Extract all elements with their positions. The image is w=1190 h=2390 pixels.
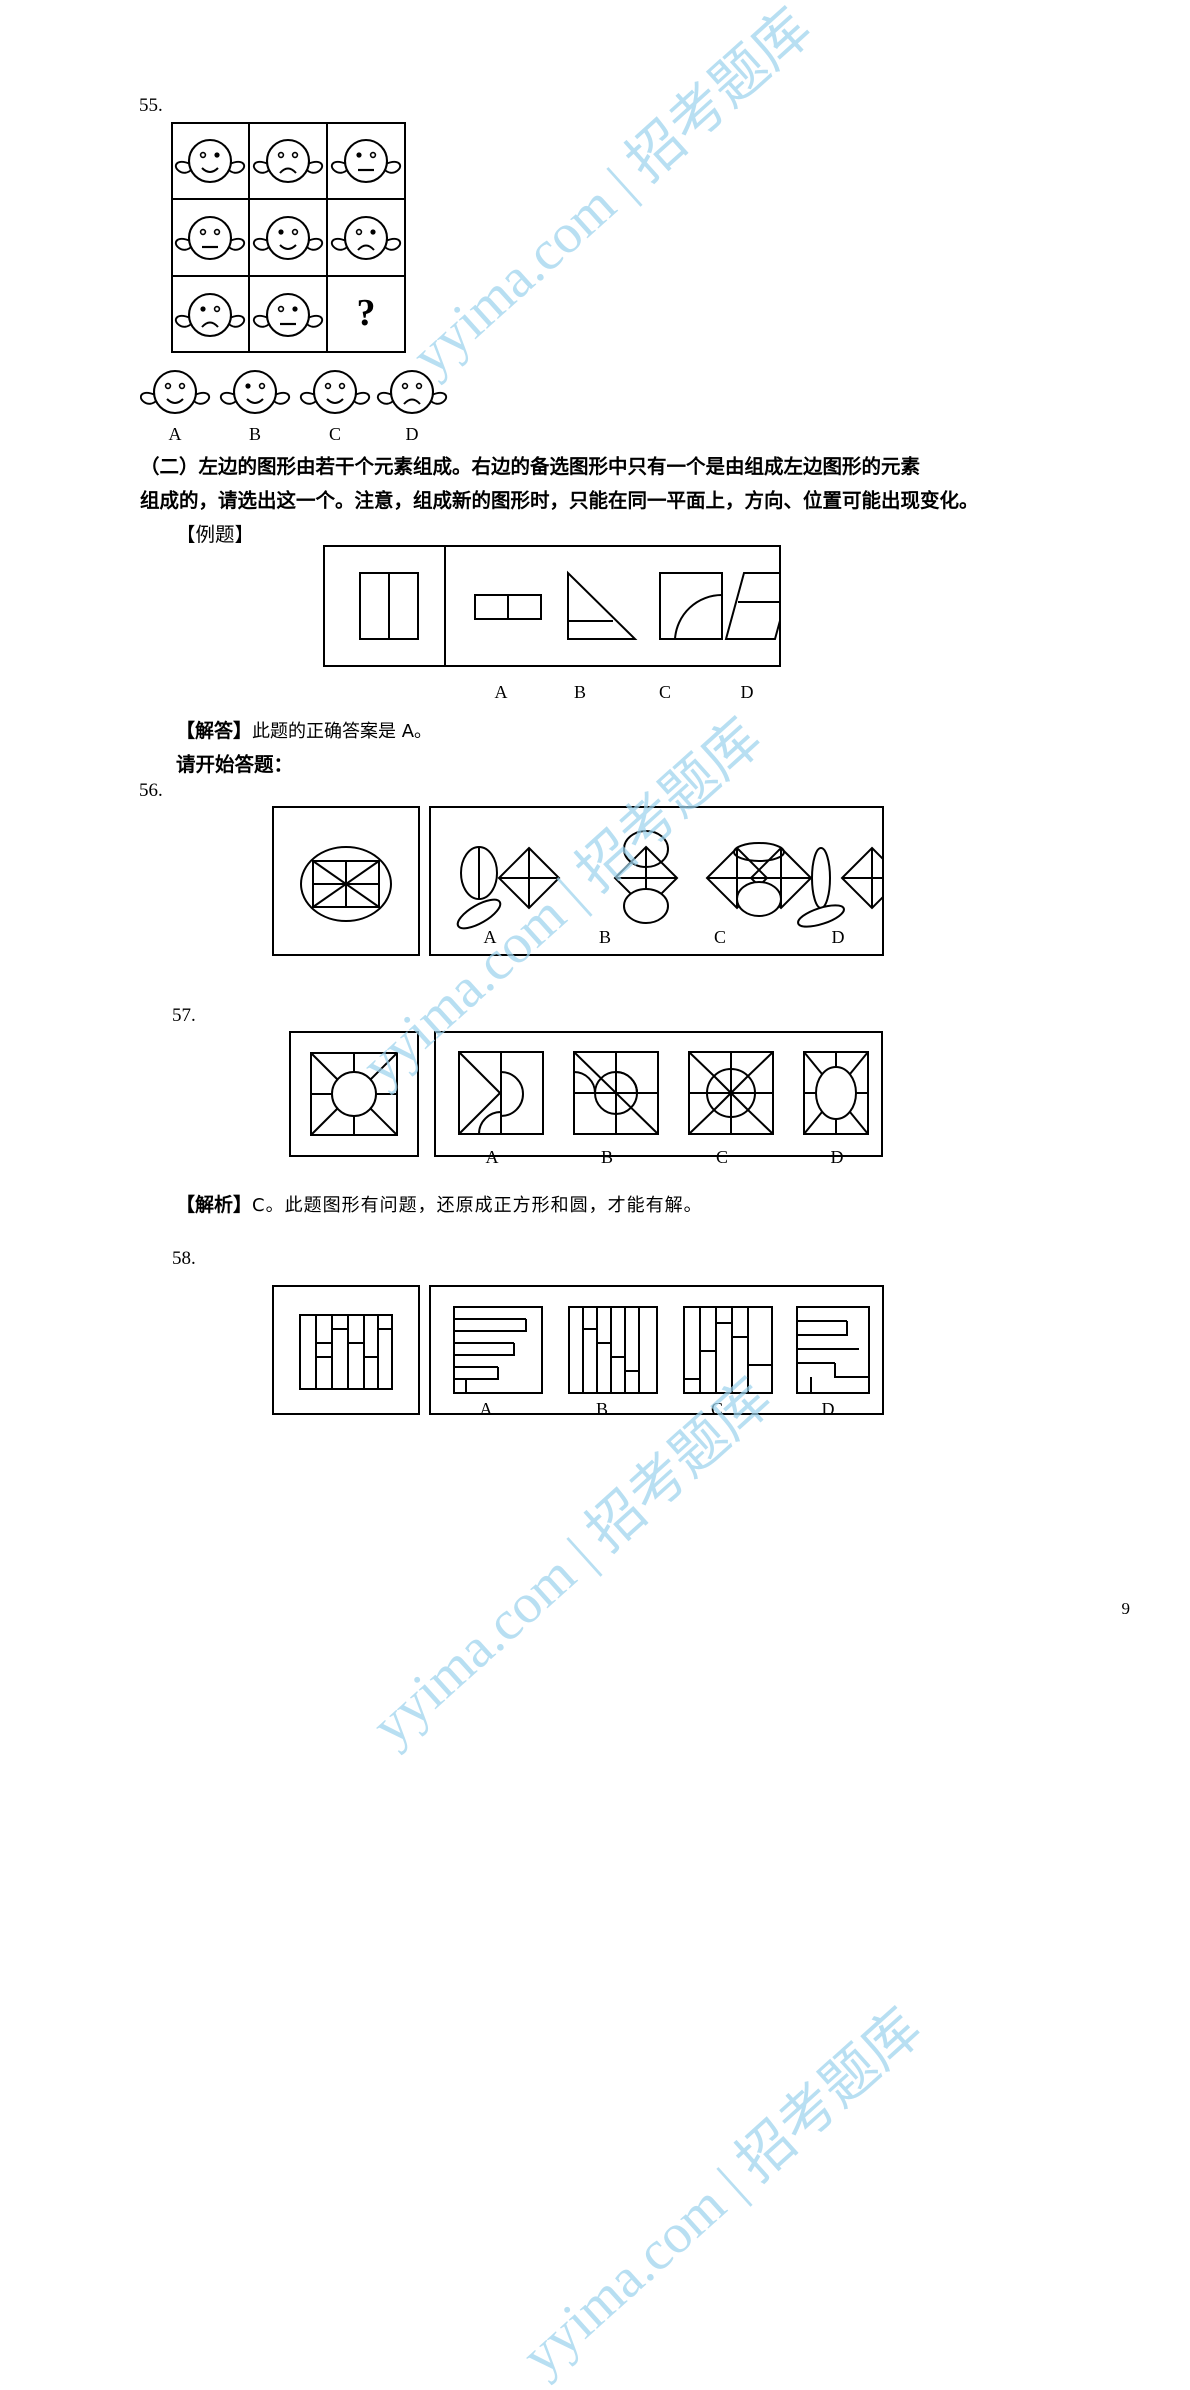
- example-option-label-b: B: [573, 682, 586, 702]
- question-57-stem-box: [289, 1031, 419, 1157]
- question-57-options-box: [434, 1031, 883, 1157]
- question-58-option-label-b: B: [595, 1399, 608, 1419]
- example-figure-box: [323, 545, 781, 667]
- example-option-label-d: D: [740, 682, 754, 702]
- question-55-option-label-c: C: [328, 424, 341, 444]
- example-option-label-a: A: [494, 682, 508, 702]
- question-55-option-label-d: D: [405, 424, 419, 444]
- question-55-option-label-b: B: [248, 424, 261, 444]
- question-55-matrix: ?: [171, 122, 406, 353]
- question-57-option-label-b: B: [600, 1147, 613, 1167]
- question-55-options: [140, 366, 450, 418]
- question-56-option-label-b: B: [598, 927, 611, 947]
- svg-text:?: ?: [357, 292, 376, 334]
- section-instruction-line-2: 组成的，请选出这一个。注意，组成新的图形时，只能在同一平面上，方向、位置可能出现…: [140, 489, 979, 512]
- question-56-stem-box: [272, 806, 420, 956]
- question-57-option-label-d: D: [830, 1147, 844, 1167]
- question-55-option-label-a: A: [168, 424, 182, 444]
- question-56-option-label-c: C: [713, 927, 726, 947]
- begin-answering-label: 请开始答题：: [176, 753, 294, 776]
- question-57-option-label-a: A: [485, 1147, 499, 1167]
- question-56-options-box: [429, 806, 884, 956]
- question-58-option-label-d: D: [821, 1399, 835, 1419]
- question-58-option-label-c: C: [710, 1399, 723, 1419]
- question-58-option-label-a: A: [479, 1399, 493, 1419]
- example-option-label-c: C: [658, 682, 671, 702]
- question-58-options-box: [429, 1285, 884, 1415]
- example-label: 【例题】: [176, 523, 255, 546]
- question-55-number: 55.: [139, 95, 163, 116]
- question-56-option-label-d: D: [831, 927, 845, 947]
- watermark-text: yyima.com | 招考题库: [400, 0, 824, 388]
- question-57-number: 57.: [172, 1005, 196, 1026]
- question-58-number: 58.: [172, 1248, 196, 1269]
- example-answer-text: 此题的正确答案是 A。: [252, 721, 433, 742]
- watermark-text: yyima.com | 招考题库: [510, 1997, 934, 2388]
- section-instruction-line-1: （二）左边的图形由若干个元素组成。右边的备选图形中只有一个是由组成左边图形的元素: [140, 455, 921, 478]
- question-57-explanation-prefix: 【解析】: [176, 1194, 253, 1216]
- question-56-option-label-a: A: [483, 927, 497, 947]
- question-58-stem-box: [272, 1285, 420, 1415]
- question-57-explanation-text: C。此题图形有问题，还原成正方形和圆，才能有解。: [252, 1195, 703, 1216]
- exam-page: yyima.com | 招考题库 yyima.com | 招考题库 yyima.…: [139, 0, 1131, 2387]
- page-number: 9: [1121, 1599, 1131, 1618]
- question-56-number: 56.: [139, 780, 163, 801]
- example-answer-prefix: 【解答】: [176, 720, 253, 742]
- question-57-option-label-c: C: [715, 1147, 728, 1167]
